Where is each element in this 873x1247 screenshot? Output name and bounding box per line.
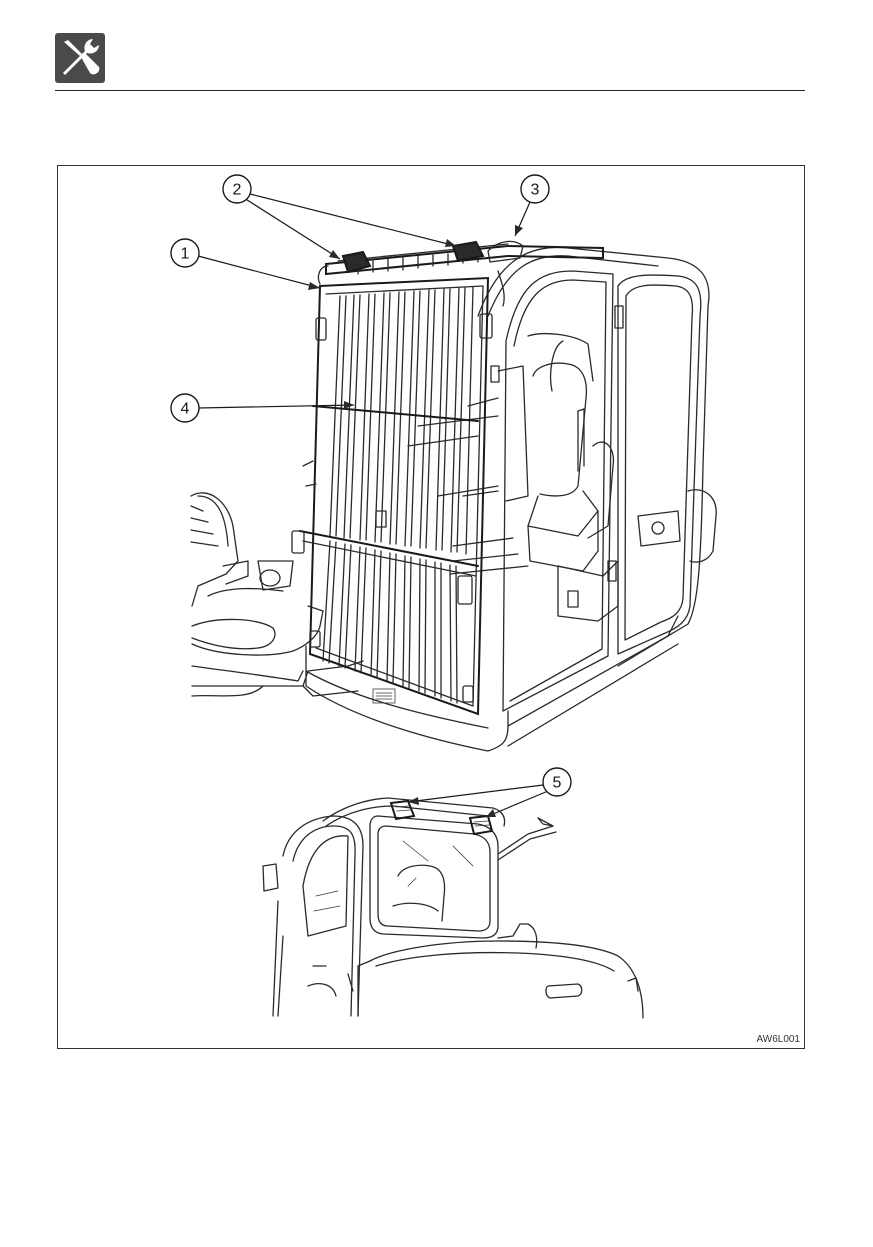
header-rule — [55, 90, 805, 91]
svg-text:4: 4 — [181, 401, 190, 418]
rear-cab-drawing — [263, 798, 643, 1018]
cab-drawing — [191, 241, 716, 751]
cab-guard-illustration: 1 2 3 4 — [58, 166, 804, 1048]
svg-text:3: 3 — [531, 182, 540, 199]
callouts: 1 2 3 4 — [171, 175, 571, 817]
callout-1: 1 — [171, 239, 199, 267]
callout-3: 3 — [521, 175, 549, 203]
svg-text:5: 5 — [553, 775, 562, 792]
svg-text:1: 1 — [181, 246, 190, 263]
front-guard — [292, 278, 499, 714]
callout-2: 2 — [223, 175, 251, 203]
roof — [318, 241, 603, 306]
callout-5: 5 — [543, 768, 571, 796]
figure-code: AW6L001 — [756, 1034, 800, 1045]
figure-frame: 1 2 3 4 — [57, 165, 805, 1049]
callout-4: 4 — [171, 394, 199, 422]
wrench-screwdriver-icon — [55, 33, 105, 83]
svg-text:2: 2 — [233, 182, 242, 199]
